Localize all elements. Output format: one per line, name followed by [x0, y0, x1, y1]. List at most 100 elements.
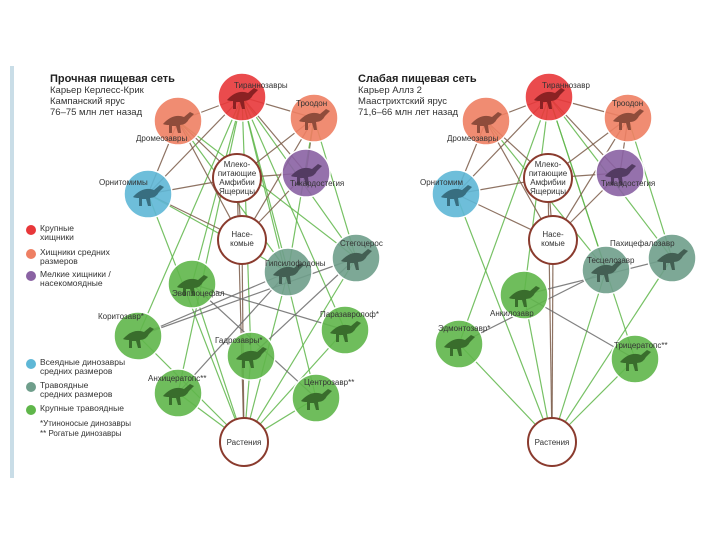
- legend-note-horned: ** Рогатые динозавры: [40, 429, 122, 438]
- node-small-animals-right: [523, 153, 573, 203]
- label-insects-line: Насе-: [231, 230, 253, 239]
- legend-label: Хищники средних размеров: [40, 247, 110, 266]
- legend-mid-herbivores: Травоядные средних размеров: [26, 381, 112, 399]
- label-hypsilophodonts: Гипсилофодоны: [265, 259, 326, 268]
- label-insects-line: комые: [230, 239, 254, 248]
- nodes-right-web: [431, 72, 697, 467]
- node-dromaeosaurs-dinosaur-icon: [163, 112, 194, 133]
- label-caenagnathidae: Тикардостегия: [290, 179, 344, 188]
- node-small-animals-circle: [212, 153, 262, 203]
- node-insects-circle: [217, 215, 267, 265]
- food-link-right-tyr-the: [548, 96, 607, 271]
- label-plants: Растения: [227, 438, 262, 447]
- node-caenagnathidae-right-dinosaur-icon: [605, 164, 636, 185]
- label-small-animals-line: Ящерицы: [219, 187, 255, 196]
- node-stegoceras: [331, 233, 381, 283]
- node-tyrannosaurs-dinosaur-icon: [227, 88, 258, 109]
- food-link-right-ins-pla: [551, 239, 554, 443]
- legend-dot: [26, 249, 36, 259]
- node-triceratops: [610, 334, 660, 384]
- food-link-left-dro-ste: [177, 120, 357, 259]
- node-anchiceratops-dinosaur-icon: [163, 384, 194, 405]
- label-parasaurolophus: Паразавролоф*: [320, 310, 379, 319]
- label-small-animals-right-line: Амфибии: [530, 178, 565, 187]
- node-labels: ТираннозаврыТроодонДромеозаврыМлеко-пита…: [98, 81, 675, 447]
- node-caenagnathidae: [281, 148, 331, 198]
- node-insects-right: [528, 215, 578, 265]
- legend-label: Мелкие хищники / насекомоядные: [40, 269, 111, 288]
- label-ornithomim: Орнитомим: [420, 178, 463, 187]
- label-troodon-right: Троодон: [612, 99, 643, 108]
- food-link-left-euo-pla: [191, 283, 245, 443]
- node-euoplocephalus-dinosaur-icon: [177, 275, 208, 296]
- node-edmontosaurus: [434, 319, 484, 369]
- node-tyrannosaurs: [217, 72, 267, 122]
- right-web-title: Слабая пищевая сеть: [358, 73, 477, 85]
- label-tyrannosaur: Тираннозавр: [542, 81, 590, 90]
- node-tyrannosaur-dinosaur-icon: [534, 88, 565, 109]
- node-insects: [217, 215, 267, 265]
- food-link-left-ste-pla: [243, 257, 357, 443]
- links-right-web: [455, 96, 673, 443]
- legend-dot: [26, 225, 36, 235]
- left-edge-stripe: [10, 66, 16, 478]
- node-plants-circle: [219, 417, 269, 467]
- legend-label: Крупные хищники: [40, 223, 74, 242]
- legend-dot: [26, 359, 36, 369]
- node-parasaurolophus: [320, 305, 370, 355]
- node-hypsilophodonts: [263, 247, 313, 297]
- label-small-animals-right-line: Ящерицы: [530, 187, 566, 196]
- label-stegoceras: Стегоцерос: [340, 239, 383, 248]
- legend-note-duckbill: *Утиноносые динозавры: [40, 419, 131, 428]
- food-link-left-tyr-cen: [241, 96, 317, 399]
- node-small-animals: [212, 153, 262, 203]
- node-ornithomimids: [123, 169, 173, 219]
- legend-large-predators: Крупные хищники: [26, 224, 74, 242]
- node-ornithomim: [431, 169, 481, 219]
- node-pachycephalosaurus-dinosaur-icon: [657, 249, 688, 270]
- label-corythosaurus: Коритозавр*: [98, 312, 144, 321]
- node-dromaeosaurs-right-dinosaur-icon: [471, 112, 502, 133]
- food-link-left-tyr-cor: [137, 96, 243, 337]
- right-web-stage: Маастрихтский ярус: [358, 96, 448, 107]
- node-ornithomim-dinosaur-icon: [441, 185, 472, 206]
- node-ornithomimids-dinosaur-icon: [133, 185, 164, 206]
- label-plants-right: Растения: [535, 438, 570, 447]
- node-euoplocephalus: [167, 259, 217, 309]
- label-triceratops: Трицератопс**: [614, 341, 668, 350]
- label-dromaeosaurs-right: Дромеозавры: [447, 134, 498, 143]
- node-caenagnathidae-dinosaur-icon: [291, 164, 322, 185]
- node-insects-right-circle: [528, 215, 578, 265]
- node-triceratops-dinosaur-icon: [620, 350, 651, 371]
- label-ornithomimids: Орнитомимы: [99, 178, 148, 187]
- label-insects-right-line: Насе-: [542, 230, 564, 239]
- legend-omnivores: Всеядные динозавры средних размеров: [26, 358, 125, 376]
- legend-dot: [26, 271, 36, 281]
- node-plants-right-circle: [527, 417, 577, 467]
- node-ankylosaurus: [499, 270, 549, 320]
- legend-dot: [26, 405, 36, 415]
- node-dromaeosaurs-right: [461, 96, 511, 146]
- label-anchiceratops: Анхицератопс**: [148, 374, 206, 383]
- food-link-right-the-pla: [551, 269, 607, 443]
- left-web-title: Прочная пищевая сеть: [50, 73, 175, 85]
- label-small-animals-line: Амфибии: [219, 178, 254, 187]
- node-dromaeosaurs: [153, 96, 203, 146]
- food-link-left-euo-par: [191, 283, 346, 331]
- node-ankylosaurus-dinosaur-icon: [509, 286, 540, 307]
- right-web-quarry: Карьер Аллз 2: [358, 85, 422, 96]
- label-caenagnathidae-right: Тикардостегия: [601, 179, 655, 188]
- label-edmontosaurus: Эдмонтозавр*: [438, 324, 490, 333]
- legend-label: Травоядные средних размеров: [40, 380, 113, 399]
- node-corythosaurus: [113, 311, 163, 361]
- food-link-left-orn-pla: [147, 193, 245, 443]
- node-corythosaurus-dinosaur-icon: [123, 327, 154, 348]
- label-euoplocephalus: Эвоплоцефал: [172, 289, 225, 298]
- label-tyrannosaurs: Тираннозавры: [234, 81, 288, 90]
- node-gryposaurus: [226, 331, 276, 381]
- node-small-animals-right-circle: [523, 153, 573, 203]
- node-edmontosaurus-dinosaur-icon: [444, 335, 475, 356]
- legend-label: Крупные травоядные: [40, 403, 124, 413]
- node-thescelosaurus: [581, 245, 631, 295]
